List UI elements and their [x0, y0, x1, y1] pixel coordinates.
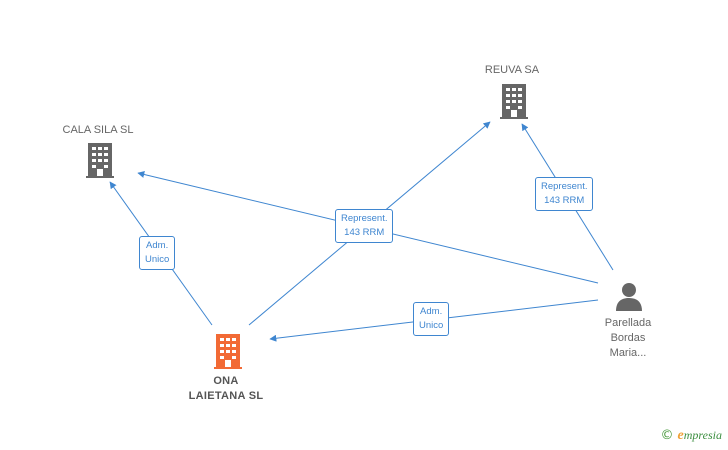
- edge-label-adm-unico-parellada-ona[interactable]: Adm. Unico: [413, 302, 450, 336]
- node-label-line: Bordas: [610, 332, 646, 344]
- edge-label-represent-parellada-reuva[interactable]: Represent. 143 RRM: [535, 177, 594, 211]
- brand-initial: e: [677, 428, 684, 443]
- edge-label-represent-ona-reuva[interactable]: Represent. 143 RRM: [335, 209, 394, 243]
- edge-label-line: Adm.: [146, 240, 169, 251]
- node-label-ona-laietana[interactable]: ONA LAIETANA SL: [166, 374, 286, 404]
- building-icon[interactable]: [500, 84, 528, 119]
- edge-label-line: Adm.: [420, 306, 443, 317]
- node-label-parellada[interactable]: Parellada Bordas Maria...: [580, 316, 676, 361]
- edge-label-line: Unico: [145, 254, 170, 265]
- edge-label-line: Unico: [419, 320, 444, 331]
- edge-label-line: 143 RRM: [344, 227, 385, 238]
- node-label-line: CALA SILA SL: [62, 124, 134, 136]
- node-label-line: Maria...: [609, 347, 647, 359]
- node-label-line: Parellada: [604, 317, 652, 329]
- node-label-line: ONA: [213, 375, 239, 387]
- node-label-line: LAIETANA SL: [188, 390, 264, 402]
- edge-label-adm-unico-ona-cala[interactable]: Adm. Unico: [139, 236, 176, 270]
- edge-label-line: 143 RRM: [544, 195, 585, 206]
- building-icon[interactable]: [86, 143, 114, 178]
- person-icon[interactable]: [614, 281, 644, 311]
- brand-logo: ©empresia: [661, 428, 722, 444]
- node-label-cala-sila[interactable]: CALA SILA SL: [40, 123, 156, 138]
- node-label-reuva[interactable]: REUVA SA: [454, 63, 570, 78]
- edge-label-line: Represent.: [341, 213, 388, 224]
- building-icon[interactable]: [214, 334, 242, 369]
- node-label-line: REUVA SA: [484, 64, 540, 76]
- copyright-symbol: ©: [660, 428, 674, 443]
- edge-label-line: Represent.: [541, 181, 588, 192]
- brand-name: mpresia: [683, 428, 722, 442]
